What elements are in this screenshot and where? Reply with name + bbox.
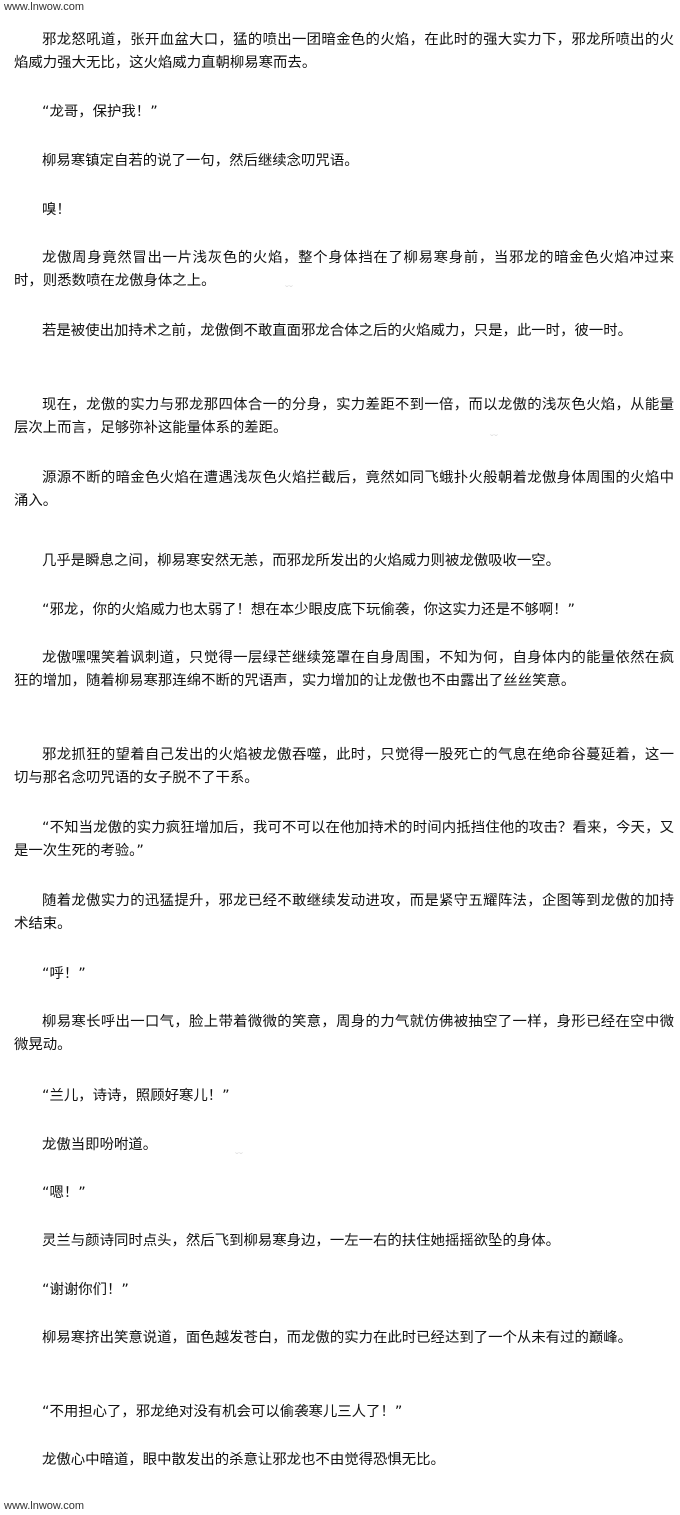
paragraph: 嗅！ <box>42 202 71 218</box>
paragraph: 若是被使出加持术之前，龙傲倒不敢直面邪龙合体之后的火焰威力，只是，此一时，彼一时… <box>42 323 633 339</box>
paragraph: “不知当龙傲的实力疯狂增加后，我可不可以在他加持术的时间内抵挡住他的攻击？看来，… <box>14 820 674 859</box>
scan-smudge: ˇˇ <box>235 1150 243 1164</box>
paragraph: 邪龙怒吼道，张开血盆大口，猛的喷出一团暗金色的火焰，在此时的强大实力下，邪龙所喷… <box>14 32 674 71</box>
watermark-bottom: www.lnwow.com <box>4 1500 85 1512</box>
paragraph: “兰儿，诗诗，照顾好寒儿！” <box>42 1088 230 1104</box>
paragraph: 柳易寒挤出笑意说道，面色越发苍白，而龙傲的实力在此时已经达到了一个从未有过的巅峰… <box>42 1330 633 1346</box>
paragraph: “谢谢你们！” <box>42 1282 129 1298</box>
paragraph: 龙傲周身竟然冒出一片浅灰色的火焰，整个身体挡在了柳易寒身前，当邪龙的暗金色火焰冲… <box>14 250 674 289</box>
paragraph: 龙傲当即吩咐道。 <box>42 1137 158 1153</box>
paragraph: 邪龙抓狂的望着自己发出的火焰被龙傲吞噬，此时，只觉得一股死亡的气息在绝命谷蔓延着… <box>14 747 674 786</box>
paragraph: “不用担心了，邪龙绝对没有机会可以偷袭寒儿三人了！” <box>42 1404 403 1420</box>
paragraph: 柳易寒镇定自若的说了一句，然后继续念叨咒语。 <box>42 153 359 169</box>
paragraph: 源源不断的暗金色火焰在遭遇浅灰色火焰拦截后，竟然如同飞蛾扑火般朝着龙傲身体周围的… <box>14 470 674 509</box>
scan-smudge: ˇˇ <box>285 283 293 297</box>
paragraph: 龙傲心中暗道，眼中散发出的杀意让邪龙也不由觉得恐惧无比。 <box>42 1452 445 1468</box>
paragraph: 灵兰与颜诗同时点头，然后飞到柳易寒身边，一左一右的扶住她摇摇欲坠的身体。 <box>42 1233 561 1249</box>
paragraph: “嗯！” <box>42 1185 86 1201</box>
paragraph: 现在，龙傲的实力与邪龙那四体合一的分身，实力差距不到一倍，而以龙傲的浅灰色火焰，… <box>14 397 674 436</box>
paragraph: “呼！” <box>42 966 86 982</box>
paragraph: 几乎是瞬息之间，柳易寒安然无恙，而邪龙所发出的火焰威力则被龙傲吸收一空。 <box>42 553 561 569</box>
paragraph: 龙傲嘿嘿笑着讽刺道，只觉得一层绿芒继续笼罩在自身周围，不知为何，自身体内的能量依… <box>14 650 674 689</box>
scan-smudge: ˇˇ <box>490 432 498 446</box>
paragraph: 柳易寒长呼出一口气，脸上带着微微的笑意，周身的力气就仿佛被抽空了一样，身形已经在… <box>14 1014 674 1053</box>
paragraph: “龙哥，保护我！” <box>42 104 158 120</box>
watermark-top: www.lnwow.com <box>4 1 85 13</box>
paragraph: 随着龙傲实力的迅猛提升，邪龙已经不敢继续发动进攻，而是紧守五耀阵法，企图等到龙傲… <box>14 893 674 932</box>
paragraph: “邪龙，你的火焰威力也太弱了！想在本少眼皮底下玩偷袭，你这实力还是不够啊！” <box>42 602 575 618</box>
